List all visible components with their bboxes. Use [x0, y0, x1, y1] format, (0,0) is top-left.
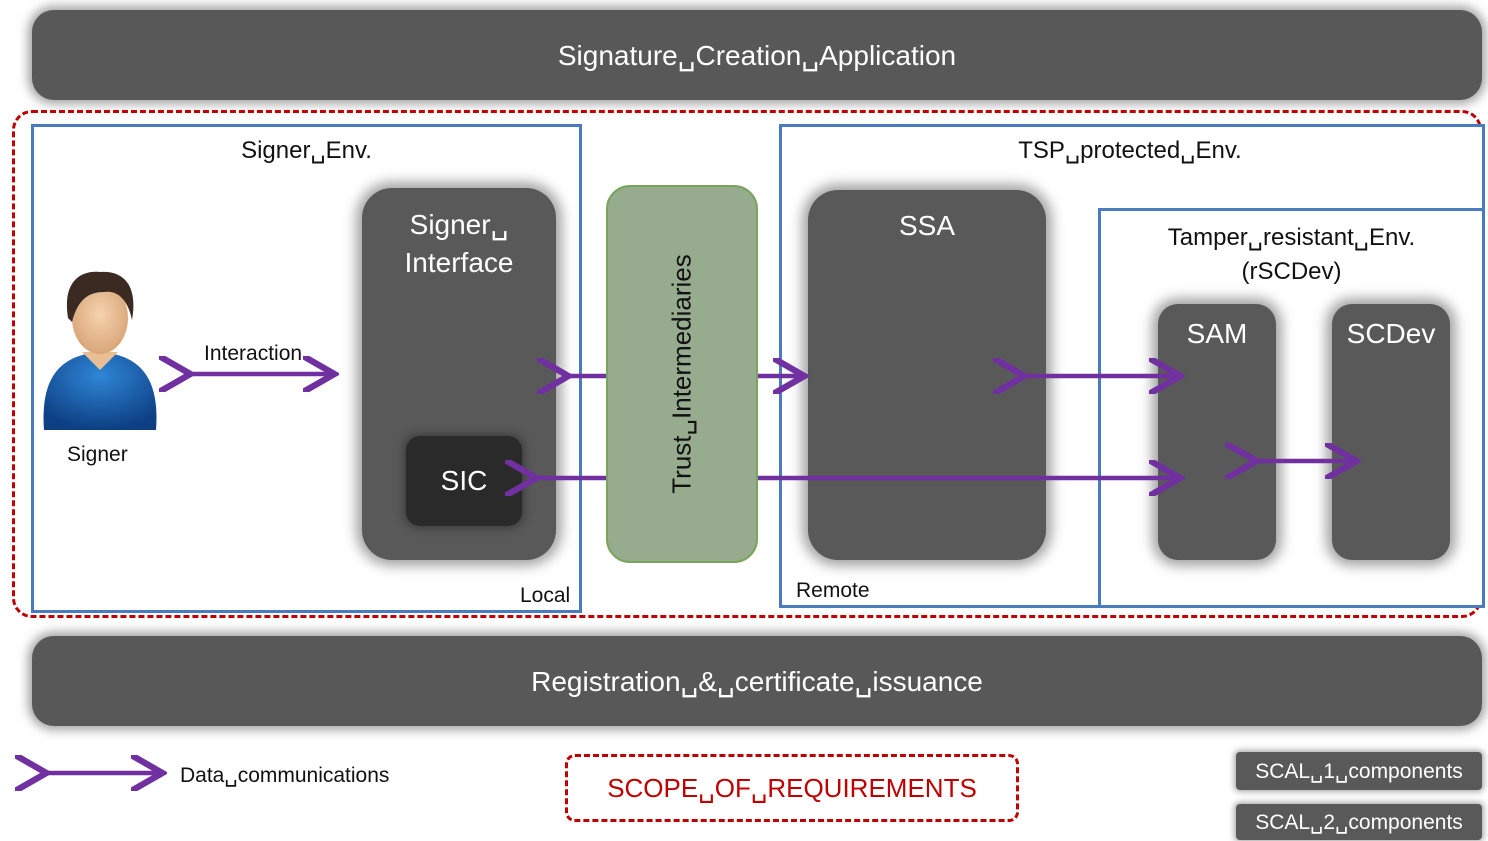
signer-label: Signer — [67, 443, 128, 466]
tamper-resistant-title-line1: Tamper␣resistant␣Env. — [1167, 224, 1416, 251]
sam-label: SAM — [1186, 318, 1248, 349]
sam-block: SAM — [1158, 304, 1276, 560]
legend-scal2-components: SCAL␣2␣components — [1236, 804, 1482, 840]
signature-creation-application-bar: Signature␣Creation␣Application — [32, 10, 1482, 100]
tamper-resistant-title-line2: (rSCDev) — [1241, 258, 1342, 285]
sic-label: SIC — [440, 465, 488, 496]
tsp-protected-environment-title: TSP␣protected␣Env. — [1018, 137, 1242, 164]
signature-creation-application-label: Signature␣Creation␣Application — [557, 39, 957, 71]
signer-interface-label: Signer␣ Interface — [404, 209, 514, 278]
ssa-label: SSA — [898, 210, 956, 241]
tamper-resistant-environment-title: Tamper␣resistant␣Env. (rSCDev) — [1098, 221, 1485, 289]
legend-data-communications-label: Data␣communications — [180, 764, 390, 787]
legend-scal1-components: SCAL␣1␣components — [1236, 752, 1482, 790]
legend-scal1-label: SCAL␣1␣components — [1255, 759, 1463, 783]
legend-scal2-label: SCAL␣2␣components — [1255, 810, 1463, 834]
local-label: Local — [520, 584, 571, 607]
registration-certificate-issuance-label: Registration␣&␣certificate␣issuance — [531, 665, 983, 697]
signer-environment-title: Signer␣Env. — [241, 137, 372, 164]
legend-scope-label: SCOPE␣OF␣REQUIREMENTS — [607, 772, 977, 803]
trust-intermediaries-block: Trust␣Intermediaries — [606, 185, 758, 563]
legend-scope-of-requirements: SCOPE␣OF␣REQUIREMENTS — [565, 754, 1019, 822]
remote-label: Remote — [796, 579, 870, 602]
scdev-label: SCDev — [1346, 318, 1436, 349]
sic-block: SIC — [406, 436, 522, 526]
registration-certificate-issuance-bar: Registration␣&␣certificate␣issuance — [32, 636, 1482, 726]
scdev-block: SCDev — [1332, 304, 1450, 560]
